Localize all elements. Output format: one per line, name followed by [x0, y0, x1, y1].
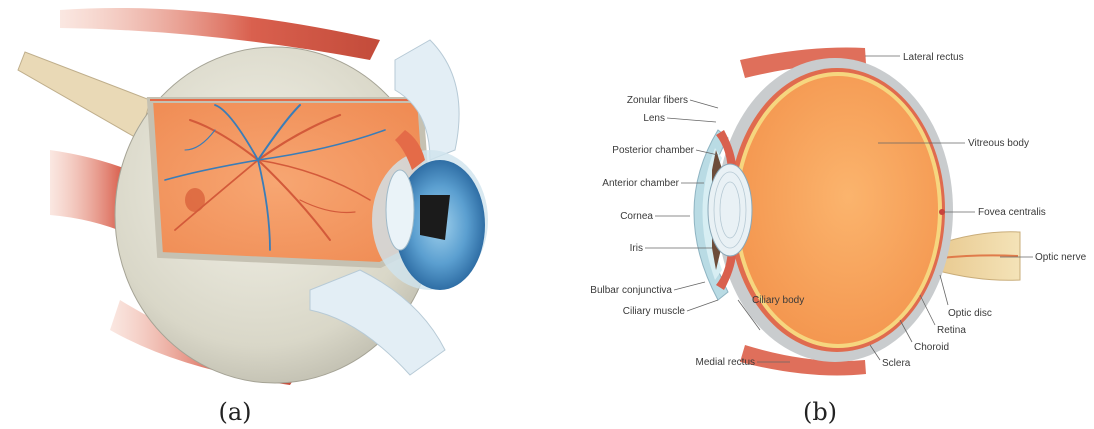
- label-optic-nerve: Optic nerve: [1035, 252, 1087, 263]
- optic-nerve-stalk: [18, 52, 150, 140]
- lens: [386, 170, 414, 250]
- label-sclera: Sclera: [882, 358, 911, 369]
- label-ciliary-body: Ciliary body: [752, 295, 804, 306]
- label-fovea-centralis: Fovea centralis: [978, 207, 1046, 218]
- label-cornea: Cornea: [620, 211, 653, 222]
- fovea-spot: [185, 188, 205, 212]
- label-lateral-rectus: Lateral rectus: [903, 52, 964, 63]
- label-vitreous-body: Vitreous body: [968, 138, 1029, 149]
- panel-b-illustration: [694, 48, 1020, 376]
- caption-a: (a): [218, 398, 251, 426]
- label-choroid: Choroid: [914, 342, 949, 353]
- caption-b: (b): [803, 398, 837, 426]
- label-lens: Lens: [643, 113, 665, 124]
- label-zonular-fibers: Zonular fibers: [627, 95, 688, 106]
- label-ciliary-muscle: Ciliary muscle: [623, 306, 686, 317]
- label-medial-rectus: Medial rectus: [696, 357, 755, 368]
- label-bulbar-conjunctiva: Bulbar conjunctiva: [590, 285, 672, 296]
- label-iris: Iris: [630, 243, 643, 254]
- label-posterior-chamber: Posterior chamber: [612, 145, 694, 156]
- muscle-upper: [60, 8, 380, 60]
- panel-a-illustration: [18, 8, 488, 385]
- label-optic-disc: Optic disc: [948, 308, 992, 319]
- label-retina: Retina: [937, 325, 966, 336]
- lens-shape: [708, 164, 752, 256]
- label-anterior-chamber: Anterior chamber: [602, 178, 679, 189]
- pupil-cut: [420, 195, 450, 240]
